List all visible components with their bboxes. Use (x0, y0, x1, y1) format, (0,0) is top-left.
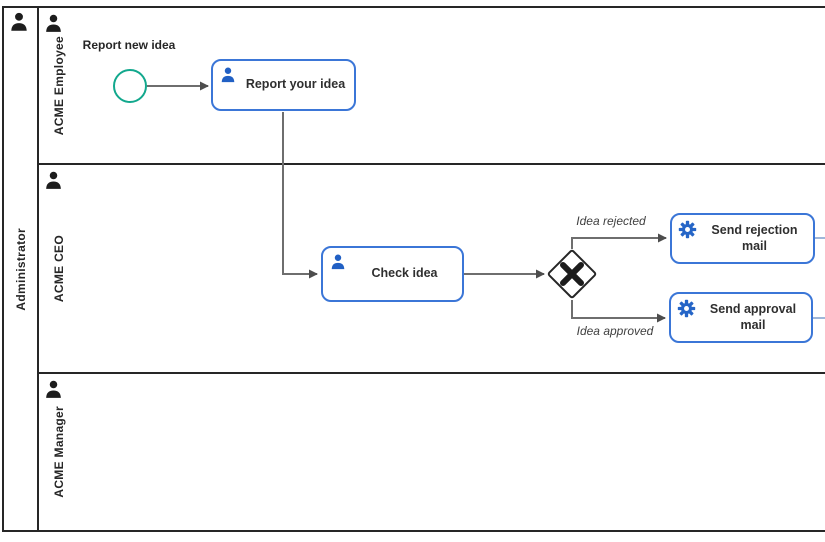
user-icon (329, 253, 347, 276)
user-task-report-your-idea[interactable]: Report your idea (211, 59, 356, 111)
lane-acme-employee: ACME Employee (39, 8, 79, 163)
lane-acme-manager: ACME Manager (39, 374, 79, 530)
pool-header-divider (37, 6, 39, 532)
x-marker-icon (560, 262, 584, 286)
user-task-check-idea[interactable]: Check idea (321, 246, 464, 302)
flow-report-to-check (282, 112, 318, 279)
pool-border-bottom (2, 530, 825, 532)
task-label: Send approval mail (709, 301, 797, 332)
task-label: Send rejection mail (711, 222, 798, 253)
user-icon (219, 66, 237, 89)
start-event[interactable] (113, 69, 147, 103)
service-task-send-rejection-mail[interactable]: Send rejection mail (670, 213, 815, 264)
pool-border-left (2, 6, 4, 532)
person-icon (43, 13, 64, 39)
lane-divider-1 (39, 163, 825, 165)
person-icon (8, 11, 30, 38)
flow-gateway-to-rejection (571, 233, 667, 249)
pool-administrator: Administrator (4, 8, 37, 530)
lane-acme-ceo: ACME CEO (39, 165, 79, 372)
service-task-send-approval-mail[interactable]: Send approval mail (669, 292, 813, 343)
flow-label-idea-approved: Idea approved (576, 324, 654, 338)
task-label: Check idea (371, 266, 438, 281)
person-icon (43, 379, 64, 405)
person-icon (43, 170, 64, 196)
lane-divider-2 (39, 372, 825, 374)
gear-icon (678, 220, 697, 244)
gear-icon (677, 299, 696, 323)
pool-border-top (2, 6, 825, 8)
task-label: Report your idea (245, 77, 346, 92)
start-event-label: Report new idea (82, 38, 176, 52)
flow-gateway-to-approval (571, 300, 666, 323)
flow-label-idea-rejected: Idea rejected (576, 214, 646, 228)
